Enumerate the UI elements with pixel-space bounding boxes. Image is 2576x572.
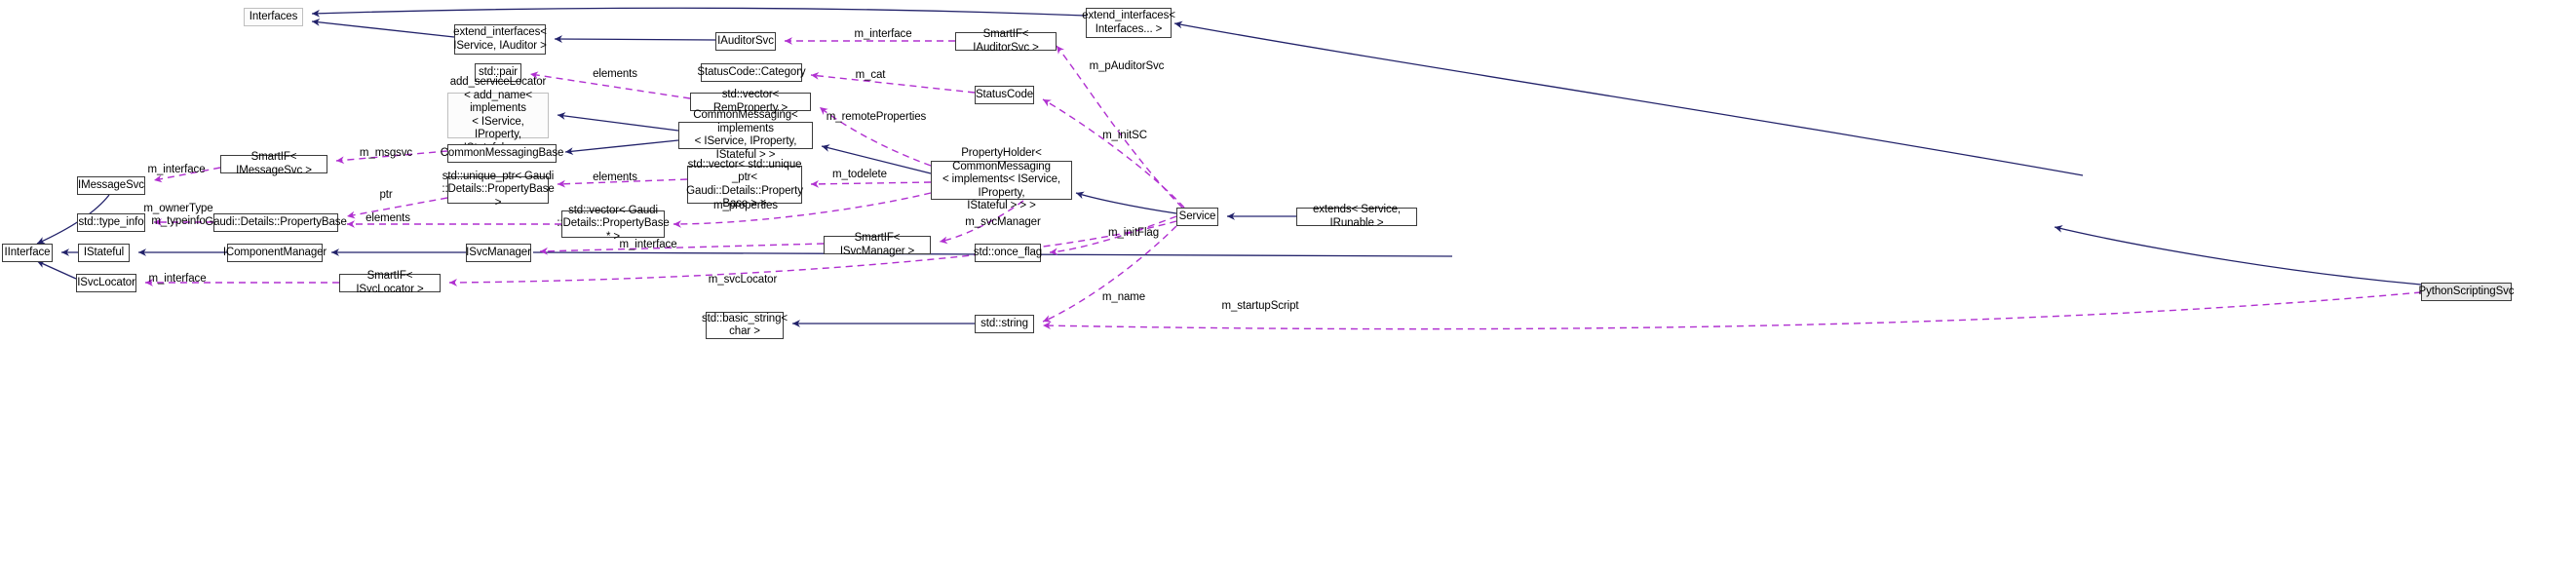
- node-iauditorsvc[interactable]: IAuditorSvc: [715, 32, 776, 51]
- edge-label-m-svcmanager: m_svcManager: [965, 216, 1041, 228]
- node-smartif-isvclocator[interactable]: SmartIF< ISvcLocator >: [339, 270, 441, 295]
- node-service[interactable]: Service: [1176, 208, 1218, 226]
- node-commonmessagingbase[interactable]: CommonMessagingBase: [441, 144, 563, 163]
- node-smartif-imessagesvc[interactable]: SmartIF< IMessageSvc >: [220, 151, 327, 176]
- node-vector-remproperty[interactable]: std::vector< RemProperty >: [690, 89, 811, 114]
- edge-label-elements-std-pair: elements: [593, 68, 637, 80]
- node-commonmessaging-implements[interactable]: CommonMessaging< implements < IService, …: [678, 109, 813, 161]
- node-extends-service-irunable[interactable]: extends< Service, IRunable >: [1296, 204, 1417, 229]
- node-statuscode[interactable]: StatusCode: [975, 86, 1034, 104]
- node-propertyholder[interactable]: PropertyHolder< CommonMessaging < implem…: [931, 147, 1072, 211]
- edge-label-m-interface-imessagesvc: m_interface: [147, 164, 206, 175]
- node-vector-unique-ptr-propertybase[interactable]: std::vector< std::unique _ptr< Gaudi::De…: [686, 158, 803, 210]
- edge-label-m-remoteproperties: m_remoteProperties: [826, 111, 927, 123]
- edge-label-m-interface-iauditorsvc: m_interface: [854, 28, 912, 40]
- edge-label-ptr: ptr: [379, 189, 393, 201]
- edge-label-m-startupscript: m_startupScript: [1221, 300, 1299, 312]
- node-unique-ptr-propertybase[interactable]: std::unique_ptr< Gaudi ::Details::Proper…: [442, 170, 555, 209]
- edge-label-m-todelete: m_todelete: [832, 169, 887, 180]
- edge-label-m-ownertype-m-typeinfo: m_ownerType m_typeinfo: [143, 203, 213, 227]
- node-std-pair[interactable]: std::pair: [475, 63, 521, 82]
- node-smartif-isvcmanager[interactable]: SmartIF< ISvcManager >: [824, 232, 931, 257]
- edge-label-m-name: m_name: [1101, 291, 1146, 303]
- node-std-once-flag[interactable]: std::once_flag: [974, 244, 1042, 262]
- node-gaudi-details-propertybase[interactable]: Gaudi::Details::PropertyBase: [205, 213, 347, 232]
- node-pythonscriptingsvc[interactable]: PythonScriptingSvc: [2419, 283, 2515, 301]
- edge-label-m-properties: m_properties: [713, 200, 778, 211]
- node-std-string[interactable]: std::string: [975, 315, 1034, 333]
- edge-label-m-interface-isvcmanager: m_interface: [619, 239, 677, 250]
- node-isvcmanager[interactable]: ISvcManager: [466, 244, 531, 262]
- node-istateful[interactable]: IStateful: [78, 244, 130, 262]
- node-imessagesvc[interactable]: IMessageSvc: [77, 176, 145, 195]
- edge-label-m-svclocator: m_svcLocator: [708, 274, 778, 286]
- edge-label-elements-propertybase-ptr: elements: [365, 212, 410, 224]
- edge-label-m-initsc: m_initSC: [1102, 130, 1147, 141]
- node-isvclocator[interactable]: ISvcLocator: [76, 274, 136, 292]
- node-interfaces[interactable]: Interfaces: [244, 8, 303, 26]
- edge-label-m-msgsvc: m_msgsvc: [359, 147, 413, 159]
- node-smartif-iauditorsvc[interactable]: SmartIF< IAuditorSvc >: [955, 28, 1057, 54]
- node-icomponentmanager[interactable]: IComponentManager: [223, 244, 327, 262]
- node-std-basic-string[interactable]: std::basic_string< char >: [702, 312, 788, 339]
- edge-label-m-pauditorsvc: m_pAuditorSvc: [1089, 60, 1165, 72]
- node-std-type-info[interactable]: std::type_info: [77, 213, 145, 232]
- edge-label-m-cat: m_cat: [855, 69, 886, 81]
- node-vector-propertybase-ptr[interactable]: std::vector< Gaudi ::Details::PropertyBa…: [557, 204, 670, 243]
- node-extend-interfaces-iservice-iauditor[interactable]: extend_interfaces< IService, IAuditor >: [453, 24, 547, 55]
- node-extend-interfaces-variadic[interactable]: extend_interfaces< Interfaces... >: [1082, 8, 1175, 38]
- node-iinterface[interactable]: IInterface: [2, 244, 53, 262]
- edge-label-m-initflag: m_initFlag: [1107, 227, 1160, 239]
- edge-label-elements-unique-ptr: elements: [593, 172, 637, 183]
- node-add-servicelocator[interactable]: add_serviceLocator < add_name< implement…: [447, 76, 549, 154]
- node-statuscode-category[interactable]: StatusCode::Category: [697, 63, 806, 82]
- edge-label-m-interface-isvclocator: m_interface: [148, 273, 207, 285]
